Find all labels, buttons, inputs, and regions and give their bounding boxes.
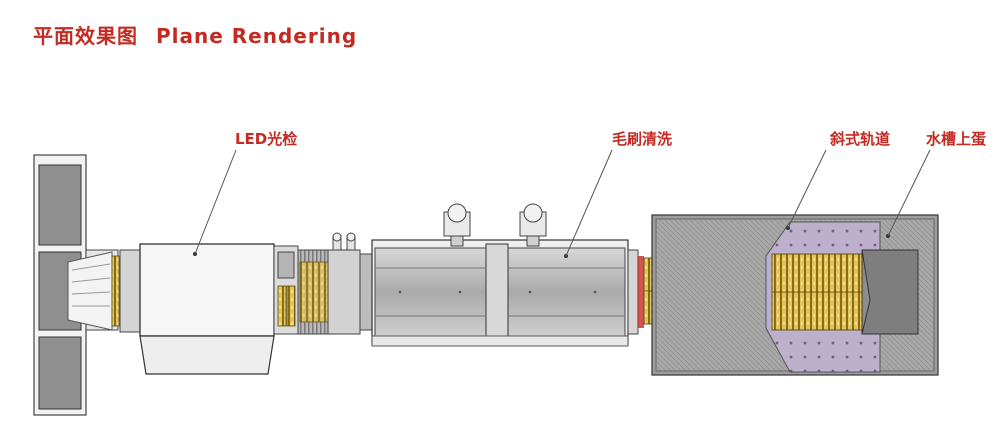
page-title: 平面效果图 Plane Rendering	[33, 20, 357, 49]
callout-brush-cleaning: 毛刷清洗	[612, 130, 673, 148]
callout-water-tank-egg: 水槽上蛋	[926, 130, 987, 148]
callout-inclined-track: 斜式轨道	[830, 130, 891, 148]
unloading-frame	[33, 154, 120, 416]
water-tank-unit	[651, 149, 939, 376]
led-inspection-unit	[119, 149, 275, 375]
callout-led-inspection: LED光检	[235, 130, 298, 148]
title-en: Plane Rendering	[156, 24, 358, 48]
transfer-section	[273, 232, 373, 335]
brush-cleaning-unit	[371, 149, 629, 347]
title-cn: 平面效果图	[33, 24, 138, 48]
